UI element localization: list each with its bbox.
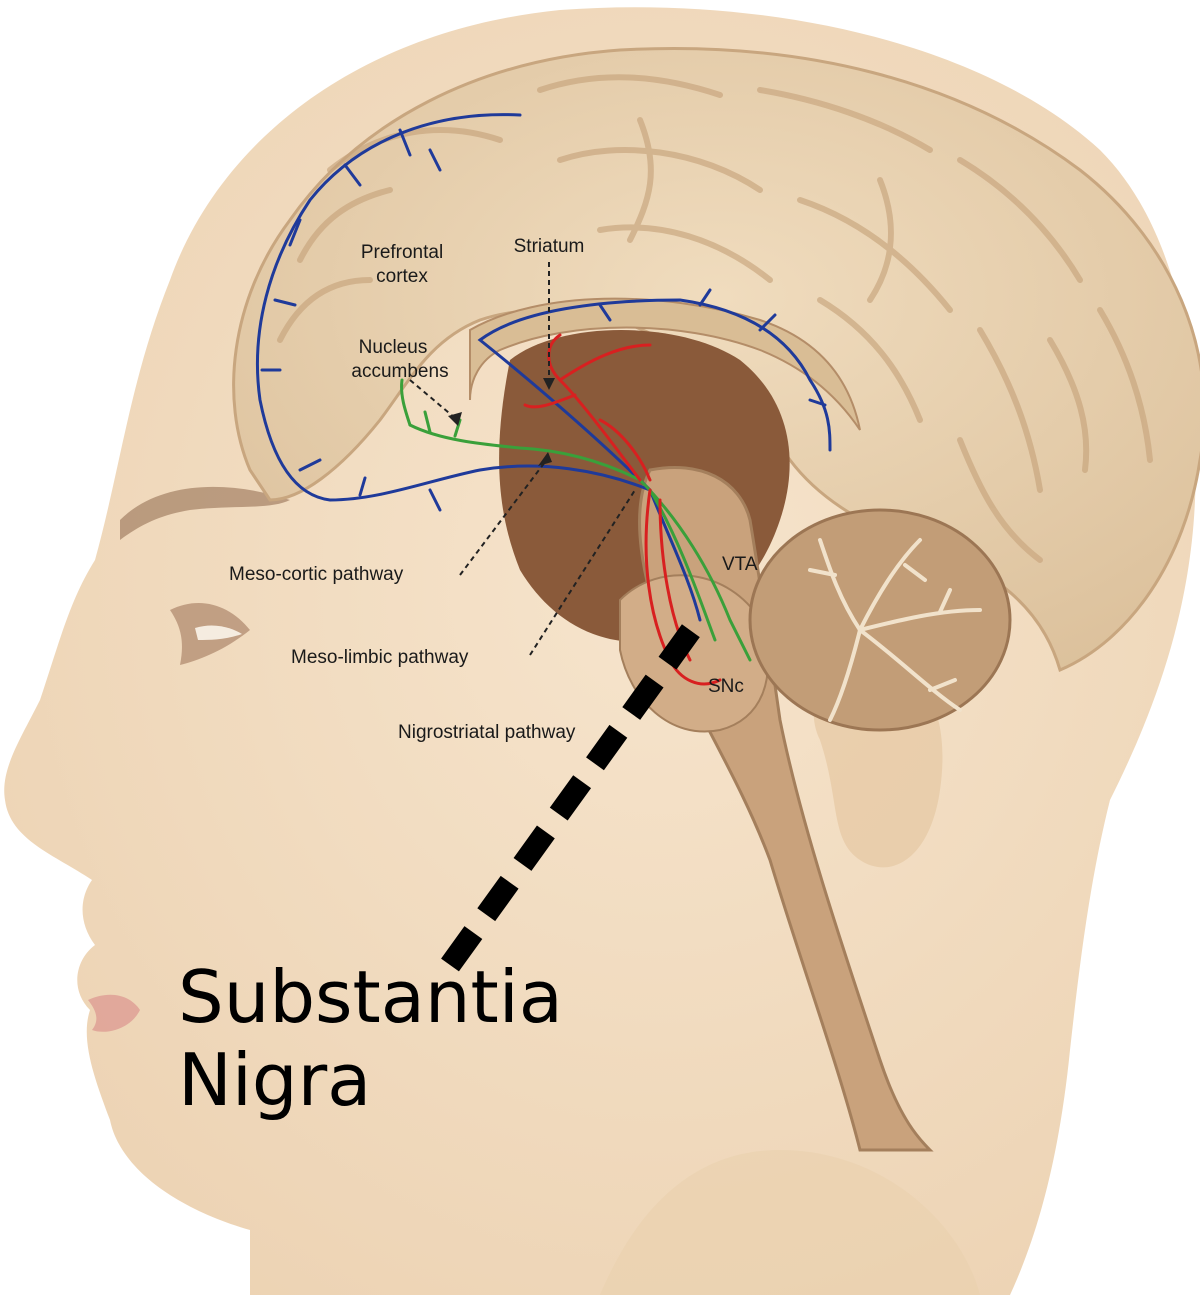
- lips: [88, 994, 140, 1032]
- callout-label-line2: Nigra: [178, 1038, 371, 1122]
- neck-shading: [600, 1150, 980, 1295]
- cerebellum-arbor: [808, 538, 982, 722]
- mesocortical-pathway: [256, 113, 832, 622]
- label-nigrostriatal: Nigrostriatal pathway: [398, 722, 576, 743]
- label-nucleus-line2: accumbens: [351, 361, 448, 382]
- callout-dashed-line: [441, 618, 704, 972]
- label-prefrontal-line2: cortex: [376, 266, 428, 287]
- gyri-texture: [277, 74, 1153, 563]
- label-meso-limbic: Meso-limbic pathway: [291, 647, 469, 668]
- label-prefrontal-line1: Prefrontal: [361, 242, 443, 263]
- pointer-striatum-arrowhead: [543, 378, 555, 390]
- pointer-meso-cortic: [459, 461, 546, 576]
- pointer-nucleus: [409, 379, 456, 419]
- label-striatum: Striatum: [514, 236, 585, 257]
- pointer-meso-limbic: [529, 489, 636, 656]
- eye-white: [195, 625, 242, 640]
- pointer-lines: [409, 262, 636, 656]
- pointer-meso-cortic-arrowhead: [538, 452, 552, 466]
- label-vta: VTA: [722, 554, 758, 575]
- callout-label-line1: Substantia: [178, 955, 563, 1039]
- eyebrow: [120, 486, 290, 540]
- label-meso-cortic: Meso-cortic pathway: [229, 564, 404, 585]
- label-snc: SNc: [708, 676, 744, 697]
- cerebellum: [748, 508, 1012, 732]
- pointer-nucleus-arrowhead: [448, 412, 462, 426]
- label-nucleus-line1: Nucleus: [359, 337, 428, 358]
